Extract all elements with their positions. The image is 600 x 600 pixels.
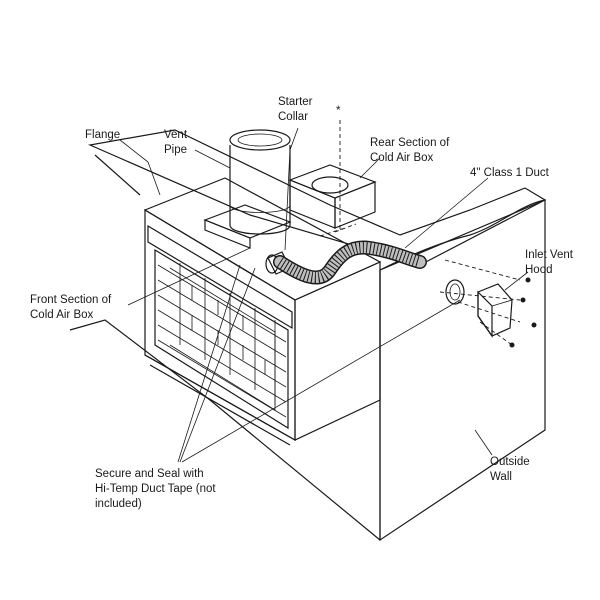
label-vent-pipe: Vent Pipe (164, 129, 190, 156)
front-cold-air-box (147, 224, 293, 330)
inlet-vent-hood (445, 277, 537, 348)
alignment-lines (319, 120, 521, 346)
vent-pipe-top (229, 129, 291, 151)
firebox-opening (154, 248, 289, 430)
label-flange: Flange (85, 129, 120, 141)
label-rear-section: Rear Section of Cold Air Box (370, 137, 452, 164)
label-front-section: Front Section of Cold Air Box (30, 294, 114, 321)
enclosure-left-edge (69, 154, 381, 541)
flex-duct-ribs (277, 241, 422, 283)
labels: Starter Collar * Flange Vent Pipe Rear S… (30, 96, 576, 510)
label-outside-wall: Outside Wall (490, 456, 533, 483)
vent-screws (509, 277, 537, 348)
leader-lines (119, 127, 529, 463)
wall-thimble (445, 279, 465, 305)
fireplace-unit (143, 177, 382, 446)
label-class1-duct: 4" Class 1 Duct (470, 167, 550, 179)
fireplace-side (294, 261, 381, 441)
enclosure-top (87, 129, 547, 266)
label-inlet-vent-hood: Inlet Vent Hood (525, 249, 576, 276)
label-starter-collar: Starter Collar (278, 96, 316, 123)
label-asterisk: * (336, 105, 341, 117)
label-secure-seal: Secure and Seal with Hi-Temp Duct Tape (… (95, 468, 219, 510)
vent-pipe (203, 129, 292, 249)
firebox-bricks (157, 263, 287, 418)
fireplace-base (144, 354, 296, 446)
firebox-back-wall (169, 267, 276, 411)
flex-duct (273, 240, 427, 285)
